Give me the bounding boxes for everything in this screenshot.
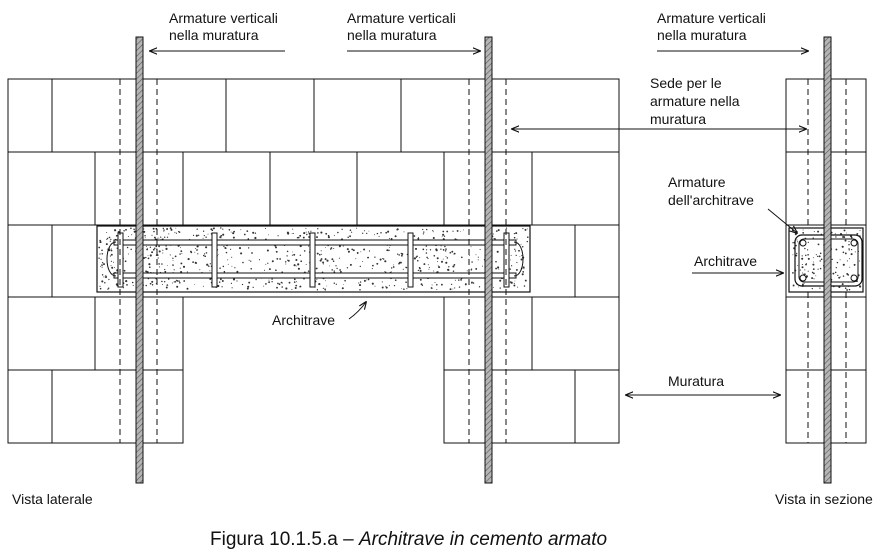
label-vista-laterale: Vista laterale [12, 491, 93, 507]
arrow-armature-architrave [767, 208, 797, 233]
vertical-rebar-right [484, 36, 493, 484]
label-sede-armature: Sede per le armature nella muratura [650, 75, 743, 127]
bar-hook-right [513, 241, 524, 277]
label-armature-verticali-2: Armature verticali nella muratura [347, 10, 460, 43]
label-muratura: Muratura [668, 373, 724, 389]
rebar-seats-section [807, 79, 847, 443]
label-architrave-side: Architrave [272, 312, 335, 328]
annotation-arrows [150, 51, 808, 395]
side-view-masonry [7, 78, 620, 444]
label-architrave-section: Architrave [694, 253, 757, 269]
vertical-rebar-section [823, 36, 832, 484]
label-armature-verticali-3: Armature verticali nella muratura [657, 10, 770, 43]
vertical-rebar-left [135, 36, 144, 484]
caption-title: Architrave in cemento armato [358, 529, 607, 550]
rebar-seats-side [119, 79, 507, 443]
figure-caption: Figura 10.1.5.a – Architrave in cemento … [210, 529, 607, 550]
label-armature-verticali-1: Armature verticali nella muratura [169, 10, 282, 43]
caption-prefix: Figura 10.1.5.a – [210, 529, 359, 550]
bar-hook-left [106, 241, 117, 277]
label-armature-architrave: Armature dell'architrave [668, 174, 754, 208]
lintel-side-view [96, 225, 531, 293]
arrow-architrave-side [348, 302, 366, 320]
label-vista-sezione: Vista in sezione [775, 491, 873, 507]
longitudinal-bars-section [799, 239, 858, 282]
